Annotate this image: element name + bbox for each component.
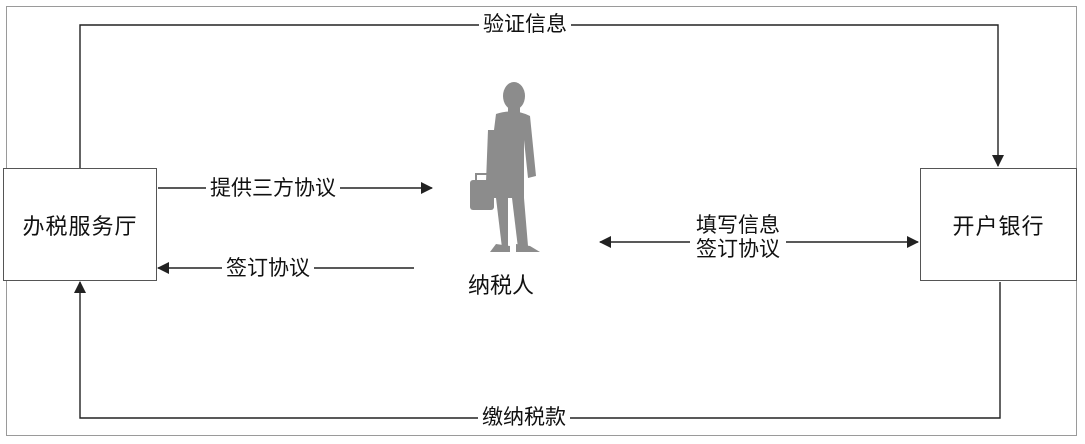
edge-provide-agreement-label: 提供三方协议 [206,176,340,200]
edge-fill-info-label: 填写信息 [696,213,780,237]
edge-pay-tax-label: 缴纳税款 [478,405,570,429]
node-taxpayer-label: 纳税人 [468,274,535,299]
edge-verify-info [79,24,1004,168]
businessman-silhouette-icon [470,82,540,252]
node-bank-label: 开户银行 [952,214,1045,240]
node-tax-office-label: 办税服务厅 [22,214,138,240]
edge-taxpayer-bank-label: 填写信息 签订协议 [690,213,786,261]
node-bank: 开户银行 [920,168,1077,281]
edge-verify-info-label: 验证信息 [479,12,571,36]
node-tax-office: 办税服务厅 [3,168,157,281]
edge-sign-agreement-label: 签订协议 [696,237,780,261]
edge-sign-agreement-back-label: 签订协议 [222,256,314,280]
edge-pay-tax [74,281,1001,419]
